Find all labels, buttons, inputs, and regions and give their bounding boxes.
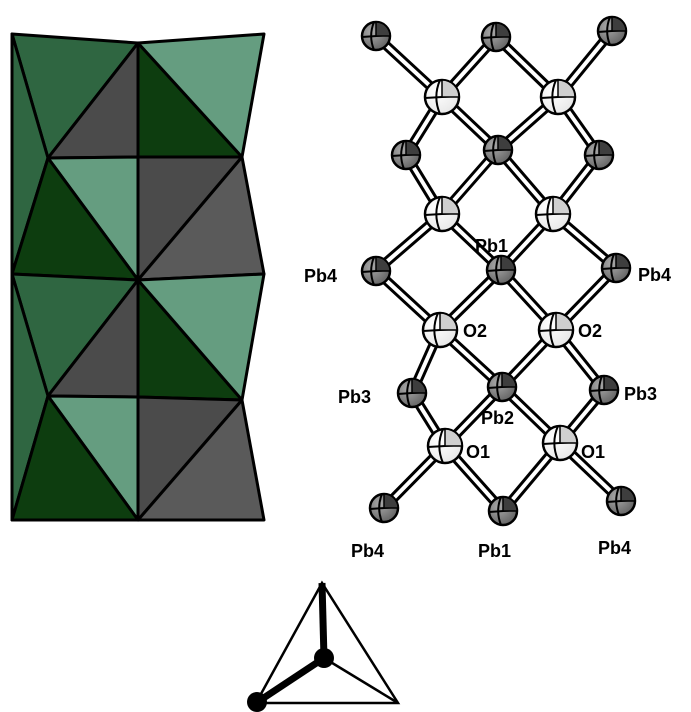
- lead-atom-pb1: [485, 254, 517, 286]
- lead-atom-pb4BL: [368, 492, 400, 524]
- oxygen-atom-o2R: [537, 311, 575, 349]
- tetrahedron-corner-vertex: [247, 692, 267, 712]
- label-pb1-top: Pb1: [475, 236, 508, 256]
- label-pb4-right: Pb4: [638, 265, 671, 285]
- oxygen-atom-oM1: [423, 195, 461, 233]
- tetrahedron-icon: [247, 580, 401, 712]
- lead-atom-pbT1: [360, 20, 392, 52]
- tetrahedron-outline: [253, 580, 401, 705]
- lead-atom-pb4BR: [605, 485, 637, 517]
- tetrahedron-edge-right: [323, 656, 399, 705]
- oxygen-atom-oU1: [423, 78, 461, 116]
- oxygen-atom-oU2: [539, 78, 577, 116]
- label-o1-left: O1: [466, 442, 490, 462]
- poly-face-row4-r2: [136, 398, 266, 522]
- poly-face-top-right: [136, 32, 266, 159]
- lead-atom-pb4L: [360, 255, 392, 287]
- lead-atom-pb3R: [588, 374, 620, 406]
- oxygen-atom-o2L: [421, 311, 459, 349]
- lead-atom-pb3L: [396, 377, 428, 409]
- label-pb4-bottom-right: Pb4: [598, 538, 631, 558]
- tetrahedron-edge-apex: [318, 582, 328, 659]
- lead-atom-pbU1: [390, 139, 422, 171]
- label-o2-right: O2: [578, 321, 602, 341]
- label-pb3-left: Pb3: [338, 387, 371, 407]
- polyhedral-chain: [10, 32, 266, 522]
- atom-set: [360, 15, 637, 527]
- label-pb2: Pb2: [481, 408, 514, 428]
- lead-atom-pbT3: [596, 15, 628, 47]
- label-o2-left: O2: [463, 321, 487, 341]
- label-pb4-left: Pb4: [304, 266, 337, 286]
- lead-atom-pb1B: [487, 495, 519, 527]
- tetrahedron-edge-left: [254, 655, 326, 706]
- atom-labels: Pb1 Pb4 Pb4 O2 O2 Pb3 Pb3 Pb2 O1 O1 Pb4 …: [304, 236, 671, 561]
- lead-atom-pbU2: [482, 134, 514, 166]
- oxygen-atom-oM2: [534, 195, 572, 233]
- oxygen-atom-o1L: [426, 427, 464, 465]
- label-o1-right: O1: [581, 442, 605, 462]
- lead-atom-pb4R: [600, 252, 632, 284]
- lead-atom-pb2: [486, 371, 518, 403]
- label-pb1-bottom: Pb1: [478, 541, 511, 561]
- lead-atom-pbT2: [480, 21, 512, 53]
- label-pb4-bottom-left: Pb4: [351, 541, 384, 561]
- poly-face-row3-r2: [136, 272, 266, 402]
- label-pb3-right: Pb3: [624, 384, 657, 404]
- oxygen-atom-o1R: [541, 424, 579, 462]
- lead-atom-pbU3: [583, 139, 615, 171]
- poly-face-row4-l2: [10, 394, 140, 522]
- tetrahedron-center-vertex: [314, 648, 334, 668]
